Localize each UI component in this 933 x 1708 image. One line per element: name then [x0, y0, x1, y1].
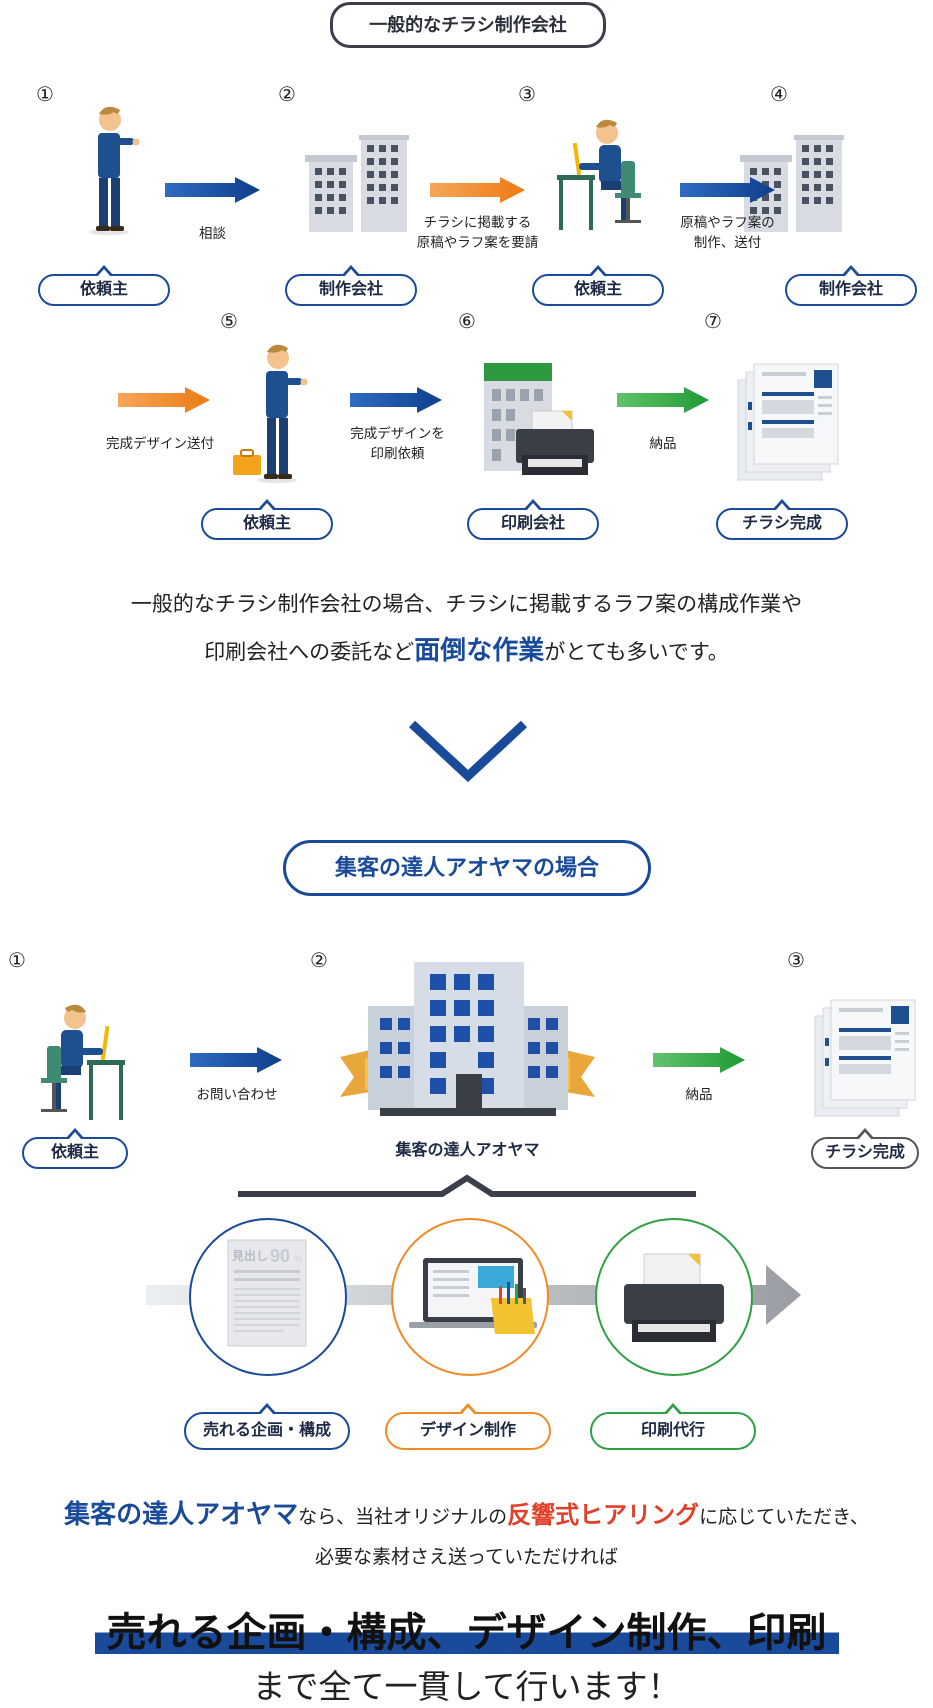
arrow-label: 納品 [649, 436, 677, 451]
doc-percent: 90 [270, 1246, 290, 1266]
big-line: 売れる企画・構成、デザイン制作、印刷 [106, 1609, 827, 1656]
flow-arrow-icon [190, 1047, 282, 1073]
flyer-stack-icon [814, 999, 916, 1117]
service-tag: 売れる企画・構成 [184, 1403, 350, 1450]
flow-arrow-icon [680, 177, 775, 203]
step-tag: 印刷会社 [467, 499, 599, 540]
arrow-label: 印刷依頼 [370, 446, 425, 461]
bottom-line-2: 必要な素材さえ送っていただければ [314, 1547, 619, 1568]
flow-arrow-icon [653, 1047, 745, 1073]
man-at-desk-icon [41, 1004, 125, 1120]
aoyama-name: 集客の達人アオヤマ [395, 1142, 540, 1159]
bottom-line-1: 集客の達人アオヤマなら、当社オリジナルの反響式ヒアリングに応じていただき、 [64, 1499, 869, 1529]
flow-arrow-icon [165, 177, 260, 203]
step-number: ② [310, 950, 328, 972]
step-number: ① [8, 950, 26, 972]
step-tag: 制作会社 [785, 265, 917, 306]
step-number: ③ [787, 950, 805, 972]
bracket-divider [238, 1174, 696, 1197]
big-line-underline [95, 1600, 839, 1654]
document-icon: 見出し 90 % [227, 1239, 307, 1347]
general-header: 一般的なチラシ制作会社 [330, 2, 606, 48]
arrow-label: チラシに掲載する [423, 215, 532, 230]
step-tag: 依頼主 [532, 265, 664, 306]
step-tag: 依頼主 [38, 265, 170, 306]
step-number: ④ [770, 84, 788, 106]
step-number: ① [36, 84, 54, 106]
office-building-icon [740, 135, 844, 232]
arrow-label: 納品 [685, 1087, 713, 1102]
step-tag: チラシ完成 [716, 499, 848, 540]
doc-percent-unit: % [294, 1254, 302, 1264]
office-building-icon [305, 135, 409, 232]
arrow-label: 原稿やラフ案を要請 [416, 235, 539, 250]
step-number: ⑦ [704, 311, 722, 333]
printer-icon [624, 1253, 724, 1342]
arrow-label: 制作、送付 [693, 235, 762, 250]
step-tag: 依頼主 [22, 1128, 128, 1169]
arrow-label: 相談 [199, 226, 226, 241]
aoyama-building-icon [340, 962, 595, 1116]
arrow-label: 完成デザインを [350, 426, 445, 441]
highlight-text: 面倒な作業 [414, 635, 545, 665]
step-tag: チラシ完成 [811, 1128, 919, 1169]
step-number: ② [278, 84, 296, 106]
summary-line-1: 一般的なチラシ制作会社の場合、チラシに掲載するラフ案の構成作業や [130, 593, 803, 616]
step-number: ⑥ [458, 311, 476, 333]
flyer-stack-icon [737, 363, 839, 481]
arrow-label: お問い合わせ [196, 1087, 278, 1102]
step-tag: 依頼主 [201, 499, 333, 540]
arrow-label: 原稿やラフ案の [680, 215, 775, 230]
step-number: ③ [518, 84, 536, 106]
standing-man-icon [233, 344, 308, 483]
doc-heading: 見出し [231, 1248, 268, 1263]
print-shop-icon [484, 363, 594, 475]
chevron-down-icon [408, 720, 528, 783]
aoyama-header: 集客の達人アオヤマの場合 [283, 840, 651, 896]
man-at-desk-icon [557, 119, 641, 230]
step-number: ⑤ [220, 311, 238, 333]
laptop-design-icon [409, 1258, 537, 1334]
step-tag: 制作会社 [285, 265, 417, 306]
flow-arrow-icon [617, 387, 709, 413]
flow-arrow-icon [118, 387, 210, 413]
standing-man-icon [89, 106, 140, 235]
service-tag: デザイン制作 [385, 1403, 551, 1450]
last-line: まで全て一貫して行います！ [252, 1667, 681, 1706]
summary-line-2: 印刷会社への委託など面倒な作業がとても多いです。 [204, 635, 729, 665]
flow-arrow-icon [350, 387, 442, 413]
arrow-label: 完成デザイン送付 [106, 436, 214, 451]
flow-arrow-icon [430, 177, 525, 203]
service-tag: 印刷代行 [590, 1403, 756, 1450]
